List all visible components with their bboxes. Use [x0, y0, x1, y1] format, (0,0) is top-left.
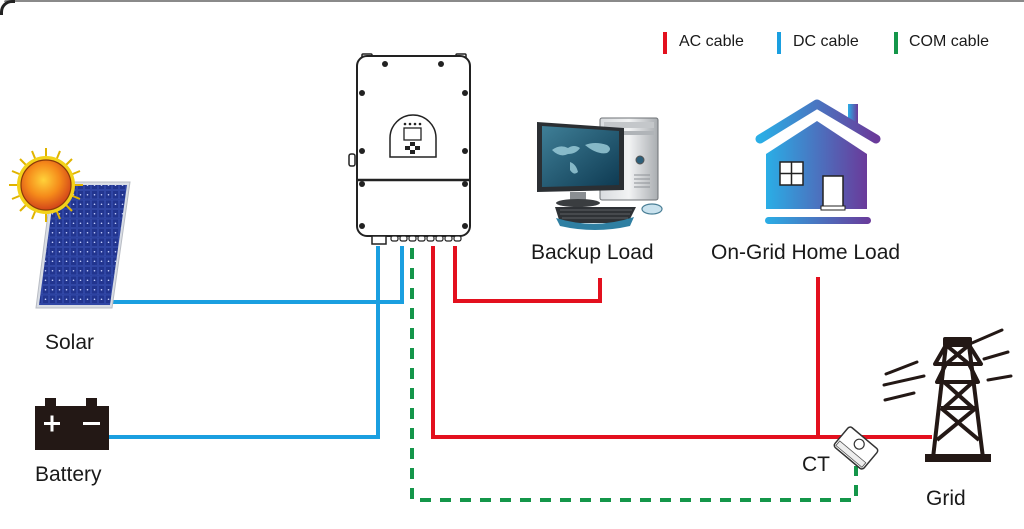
- dc-cable-solar: [112, 246, 404, 304]
- solar-panel-icon: [35, 181, 131, 309]
- desktop-computer-icon: [537, 117, 663, 230]
- legend-label-com: COM cable: [909, 33, 990, 50]
- battery-icon: [35, 398, 109, 450]
- battery-label: Battery: [35, 463, 102, 486]
- grid-label: Grid: [926, 487, 966, 510]
- house-icon: [755, 99, 881, 224]
- ac-cable-backup: [453, 246, 602, 303]
- solar-label: Solar: [45, 331, 95, 354]
- ct-label: CT: [802, 453, 830, 476]
- legend-label-ac: AC cable: [679, 33, 744, 50]
- current-transformer-icon: [833, 426, 879, 470]
- frame-corner: [0, 0, 15, 15]
- transmission-tower-icon: [882, 328, 1013, 462]
- backup-load-label: Backup Load: [531, 241, 654, 264]
- home-load-label: On-Grid Home Load: [711, 241, 901, 264]
- com-cable: [410, 248, 858, 502]
- sun-icon: [9, 148, 83, 222]
- legend-swatch-ac: [663, 32, 667, 54]
- dc-cable-battery: [108, 246, 380, 439]
- legend-swatch-dc: [777, 32, 781, 54]
- frame-border: [4, 0, 1024, 2]
- legend-swatch-com: [894, 32, 898, 54]
- legend-label-dc: DC cable: [793, 33, 859, 50]
- hybrid-inverter-icon: [348, 53, 471, 245]
- ac-cable-grid: [431, 246, 932, 439]
